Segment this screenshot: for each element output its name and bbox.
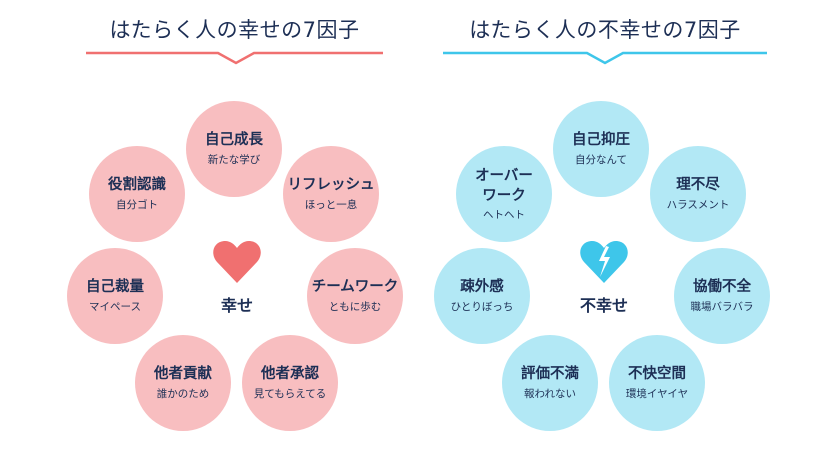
factor-name: 不快空間 <box>628 366 686 382</box>
factor-name: 役割認識 <box>108 177 166 193</box>
factor-description: ともに歩む <box>328 301 382 313</box>
heart-icon <box>213 240 261 283</box>
title-underlines <box>86 51 767 65</box>
factor-name: 評価不満 <box>521 366 579 382</box>
factor-description: 見てもらえてる <box>253 388 327 400</box>
factor-description: ほっと一息 <box>304 199 358 211</box>
factor-description: マイペース <box>89 301 141 313</box>
unhappy-factor-unreasonableness: 理不尽 ハラスメント <box>650 146 746 242</box>
broken-heart-icon <box>580 240 628 283</box>
factor-name: 自己成長 <box>205 132 263 148</box>
unhappy-center: 不幸せ <box>564 240 644 316</box>
unhappy-factor-alienation: 疎外感 ひとりぼっち <box>434 248 530 344</box>
unhappy-factor-evaluation-dissatisfaction: 評価不満 報われない <box>502 335 598 431</box>
happy-factor-autonomy: 自己裁量 マイペース <box>67 248 163 344</box>
factor-name: 疎外感 <box>460 279 504 295</box>
unhappy-center-label: 不幸せ <box>579 296 628 315</box>
factor-description: 新たな学び <box>207 154 261 166</box>
factor-description: 環境イヤイヤ <box>625 388 689 400</box>
unhappy-factor-collaboration-failure: 協働不全 職場バラバラ <box>674 248 770 344</box>
factor-description: 自分なんて <box>575 154 627 166</box>
happy-factors-title: はたらく人の幸せの7因子 <box>109 18 360 42</box>
unhappy-factors-title: はたらく人の不幸せの7因子 <box>469 18 741 42</box>
happy-title-underline <box>86 51 383 65</box>
factor-name: リフレッシュ <box>287 177 375 193</box>
unhappy-factor-self-suppression: 自己抑圧 自分なんて <box>553 101 649 197</box>
factor-name: チームワーク <box>311 279 399 295</box>
factor-name: 協働不全 <box>693 279 751 295</box>
happy-center-label: 幸せ <box>220 296 253 315</box>
factor-description: ヘトヘト <box>483 209 525 221</box>
factor-name: 自己裁量 <box>86 279 144 295</box>
happy-factor-recognition-by-others: 他者承認 見てもらえてる <box>242 335 338 431</box>
happy-factor-teamwork: チームワーク ともに歩む <box>307 248 403 344</box>
happy-factor-self-growth: 自己成長 新たな学び <box>186 101 282 197</box>
factor-name: 理不尽 <box>676 177 720 193</box>
factor-name: 自己抑圧 <box>572 132 630 148</box>
factor-name: 他者承認 <box>261 366 319 382</box>
unhappy-factor-overwork: オーバーワーク ヘトヘト <box>456 146 552 242</box>
factor-description: 自分ゴト <box>116 199 158 211</box>
unhappy-title-underline <box>443 51 767 65</box>
factor-name: オーバーワーク <box>475 168 533 204</box>
happy-center: 幸せ <box>197 240 277 316</box>
happy-factor-contribution-to-others: 他者貢献 誰かのため <box>135 335 231 431</box>
factor-name: 他者貢献 <box>154 366 212 382</box>
factor-description: ハラスメント <box>666 199 730 211</box>
factor-description: 職場バラバラ <box>690 301 754 313</box>
happy-factor-role-awareness: 役割認識 自分ゴト <box>89 146 185 242</box>
factor-description: ひとりぼっち <box>450 301 514 313</box>
factor-description: 報われない <box>524 388 576 400</box>
unhappy-factor-uncomfortable-space: 不快空間 環境イヤイヤ <box>609 335 705 431</box>
happy-factor-refresh: リフレッシュ ほっと一息 <box>283 146 379 242</box>
factor-description: 誰かのため <box>156 388 210 400</box>
